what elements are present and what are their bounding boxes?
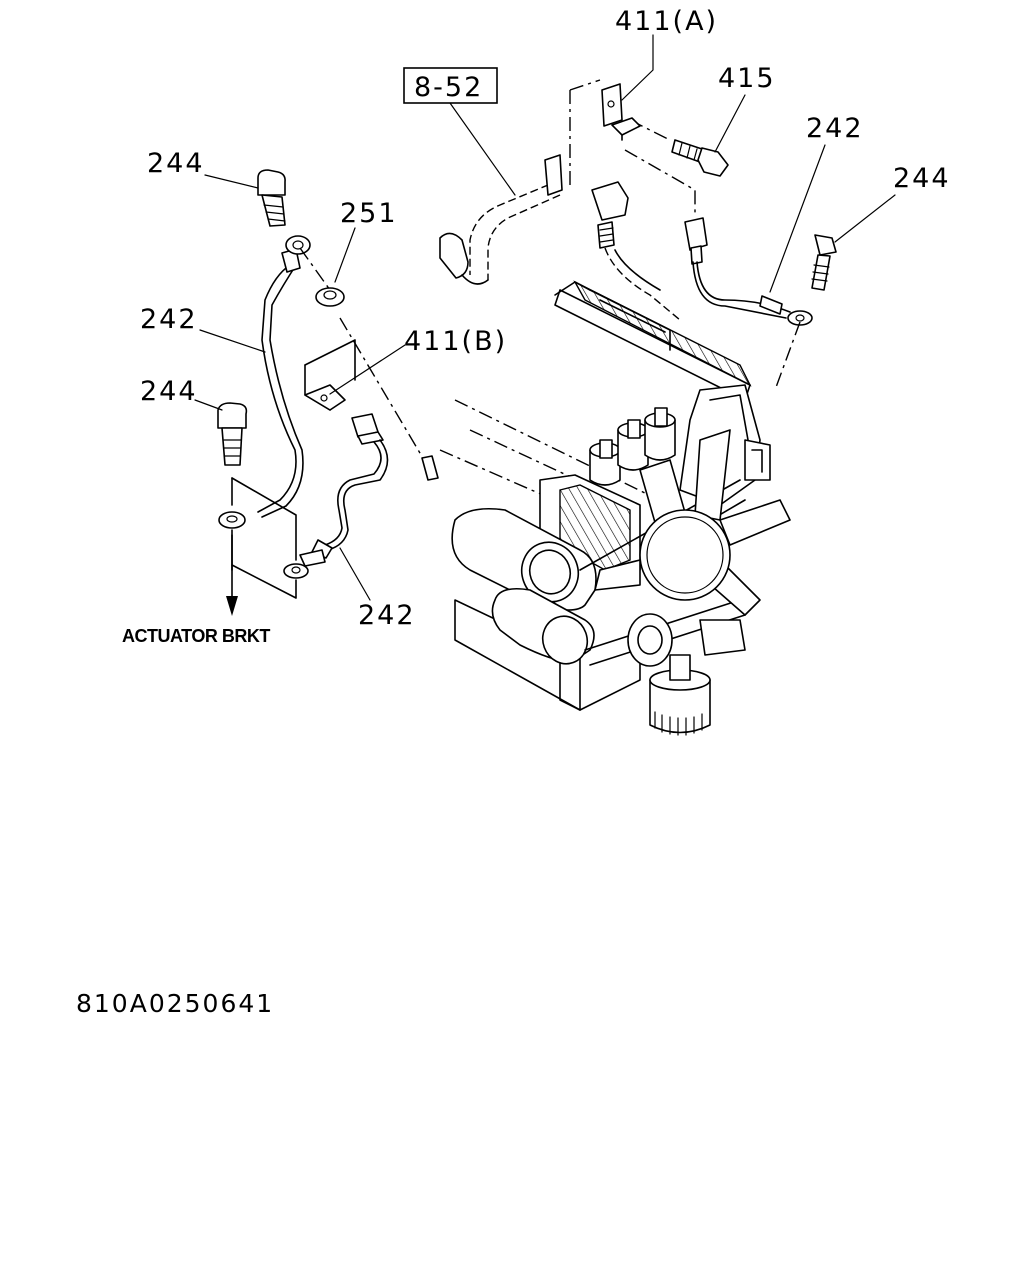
bolt-244-mid-left-part: [217, 402, 248, 466]
callout-244-mid-left: 244: [140, 376, 198, 407]
callout-242-right: 242: [806, 113, 864, 144]
bolt-244-top-left-part: [257, 169, 286, 227]
callout-415: 415: [718, 63, 776, 94]
bolt-244-right-part: [811, 234, 837, 291]
callout-244-top-left: 244: [147, 148, 205, 179]
callout-242-left: 242: [140, 304, 198, 335]
callout-8-52: 8-52: [414, 72, 483, 103]
speed-sensor-harness: [439, 79, 837, 391]
leader-lines: [194, 34, 896, 601]
actuator-bracket-note: ACTUATOR BRKT: [122, 626, 270, 646]
callout-8-52-box: [403, 67, 498, 104]
callout-242-bottom: 242: [358, 600, 416, 631]
callout-251: 251: [340, 198, 398, 229]
callout-411a: 411(A): [615, 6, 718, 37]
ground-harness-left: [217, 169, 439, 616]
washer-251-part: [315, 287, 345, 307]
engine-illustration: [439, 280, 791, 736]
drawing-code: 810A0250641: [76, 989, 274, 1018]
bolt-415-part: [671, 139, 729, 177]
cooling-fan: [594, 429, 791, 616]
oil-filter: [649, 654, 711, 736]
callout-244-right: 244: [893, 163, 951, 194]
callout-411b: 411(B): [404, 326, 507, 357]
callout-labels: 411(A) 8-52 415 242 244 244 251 242 411(…: [76, 6, 951, 1018]
valve-bosses: [589, 407, 676, 486]
